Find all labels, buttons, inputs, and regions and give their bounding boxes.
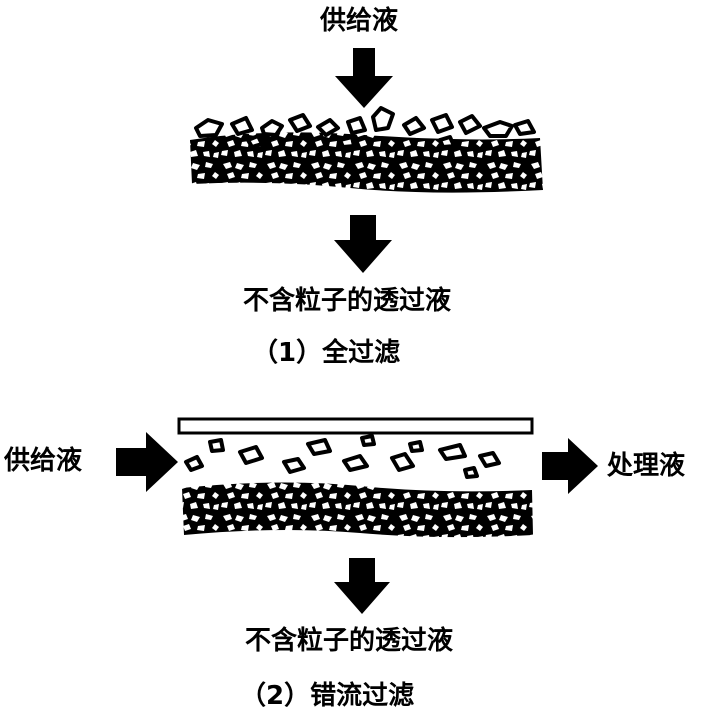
output-label: 处理液 xyxy=(607,451,686,481)
cross-flow-filtration xyxy=(116,417,598,614)
output-arrow-right xyxy=(542,438,598,494)
caption-cross-flow: （2）错流过滤 xyxy=(240,681,415,711)
permeate-arrow-down xyxy=(334,558,390,614)
suspended-particles xyxy=(184,434,501,479)
feed-label-top: 供给液 xyxy=(320,6,399,36)
filter-bed xyxy=(190,106,543,193)
caption-dead-end: （1）全过滤 xyxy=(252,338,401,368)
feed-label-left: 供给液 xyxy=(4,446,83,476)
feed-arrow-down xyxy=(335,48,393,108)
particle-cake xyxy=(194,106,536,149)
permeate-label-bottom: 不含粒子的透过液 xyxy=(245,626,454,656)
dead-end-filtration xyxy=(190,48,543,273)
filter-bed xyxy=(182,482,533,538)
channel-wall xyxy=(177,417,534,435)
permeate-label-top: 不含粒子的透过液 xyxy=(243,286,452,316)
permeate-arrow-down xyxy=(334,215,392,273)
feed-arrow-right xyxy=(116,432,178,492)
